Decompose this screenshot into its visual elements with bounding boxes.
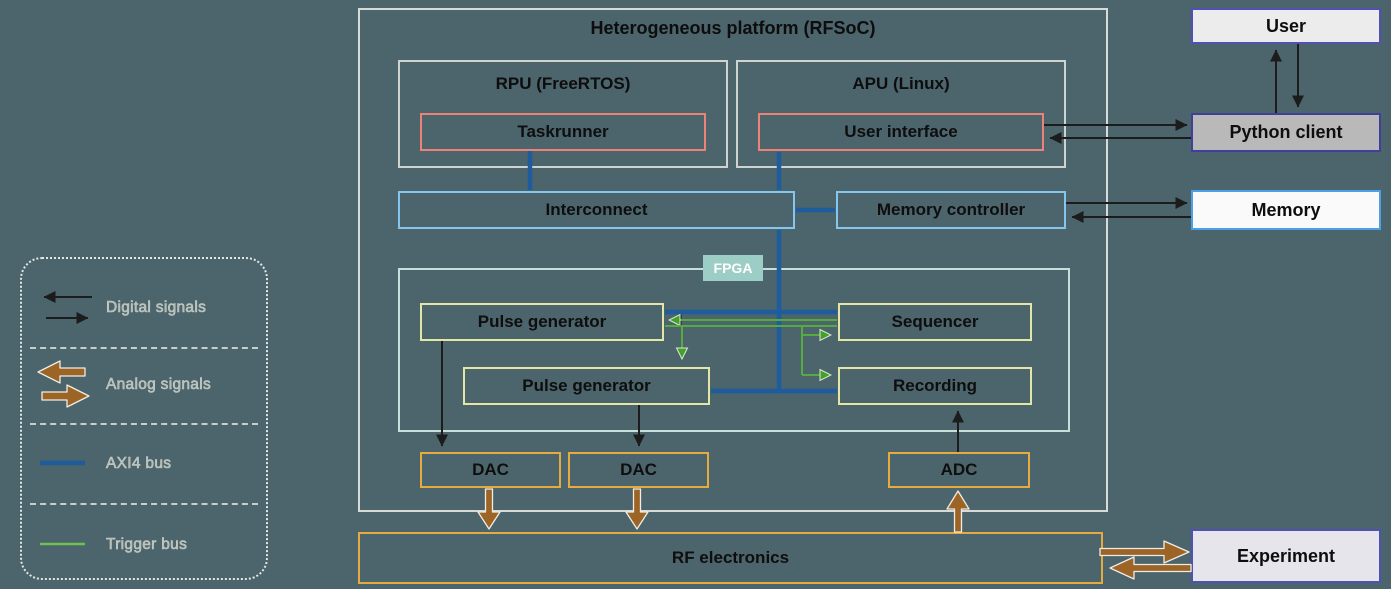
rpu-box <box>398 60 728 168</box>
fpga-tag: FPGA <box>703 255 763 281</box>
pulse-generator-1-box: Pulse generator <box>420 303 664 341</box>
python-client-box: Python client <box>1191 113 1381 152</box>
recording-box: Recording <box>838 367 1032 405</box>
rpu-label: RPU (FreeRTOS) <box>495 74 631 93</box>
experiment-box: Experiment <box>1191 529 1381 583</box>
pulse-generator-2-box: Pulse generator <box>463 367 710 405</box>
legend-item-digital-signals: Digital signals <box>106 299 207 317</box>
legend-item-trigger-bus: Trigger bus <box>106 536 188 554</box>
legend-item-analog-signals: Analog signals <box>106 376 212 394</box>
apu-label: APU (Linux) <box>852 74 950 93</box>
fpga-box <box>398 268 1070 432</box>
platform-title: Heterogeneous platform (RFSoC) <box>590 18 876 38</box>
apu-box <box>736 60 1066 168</box>
user-box: User <box>1191 8 1381 44</box>
rf-electronics-box: RF electronics <box>358 532 1103 584</box>
sequencer-box: Sequencer <box>838 303 1032 341</box>
legend-divider <box>30 347 258 349</box>
legend-box <box>20 257 268 580</box>
memory-box: Memory <box>1191 190 1381 230</box>
legend-divider <box>30 423 258 425</box>
dac-2-box: DAC <box>568 452 709 488</box>
user-interface-box: User interface <box>758 113 1044 151</box>
memory-controller-box: Memory controller <box>836 191 1066 229</box>
taskrunner-box: Taskrunner <box>420 113 706 151</box>
adc-box: ADC <box>888 452 1030 488</box>
legend-item-axi4-bus: AXI4 bus <box>106 455 172 473</box>
dac-1-box: DAC <box>420 452 561 488</box>
interconnect-box: Interconnect <box>398 191 795 229</box>
legend-divider <box>30 503 258 505</box>
heterogeneous-platform-box <box>358 8 1108 512</box>
